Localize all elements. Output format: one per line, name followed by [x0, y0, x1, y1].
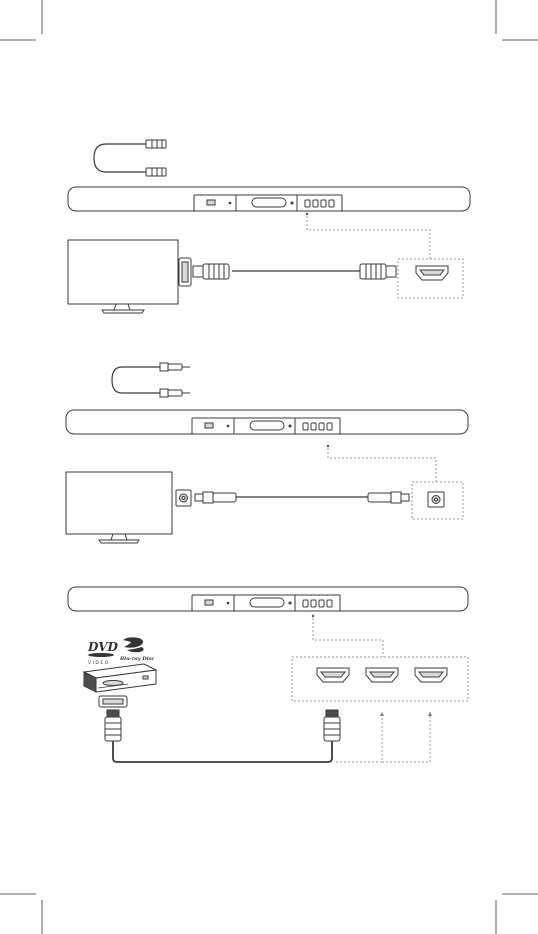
soundbar-2: [66, 410, 468, 434]
bluray-logo-text: Blu-ray Disc: [119, 656, 154, 662]
dvd-logo-text: DVD: [87, 640, 119, 654]
dvd-logo-sub: VIDEO: [88, 660, 110, 666]
hdmi-cable-connection: [193, 264, 396, 279]
tv-1: [68, 240, 191, 313]
hdmi-port-icon: [416, 266, 448, 280]
soundbar-1: [68, 187, 470, 211]
hdmi-arrows: [380, 712, 432, 716]
optical-cable-connection: [195, 492, 409, 503]
tv-2: [66, 472, 191, 543]
hdmi-cable-icon: [94, 140, 166, 176]
optical-cable-icon: [112, 363, 190, 397]
hdmi-cable-player: [99, 696, 340, 762]
bluray-logo: Blu-ray Disc: [119, 637, 154, 662]
disc-player-icon: [84, 664, 156, 692]
soundbar-3: [68, 587, 468, 611]
optical-port-icon: [428, 492, 444, 507]
hdmi-in-ports: [317, 668, 447, 682]
hdmi-in-callout: [292, 615, 468, 762]
arc-port-callout: [306, 213, 463, 298]
optical-port-callout: [327, 445, 463, 519]
dvd-logo: DVD VIDEO: [87, 640, 119, 666]
